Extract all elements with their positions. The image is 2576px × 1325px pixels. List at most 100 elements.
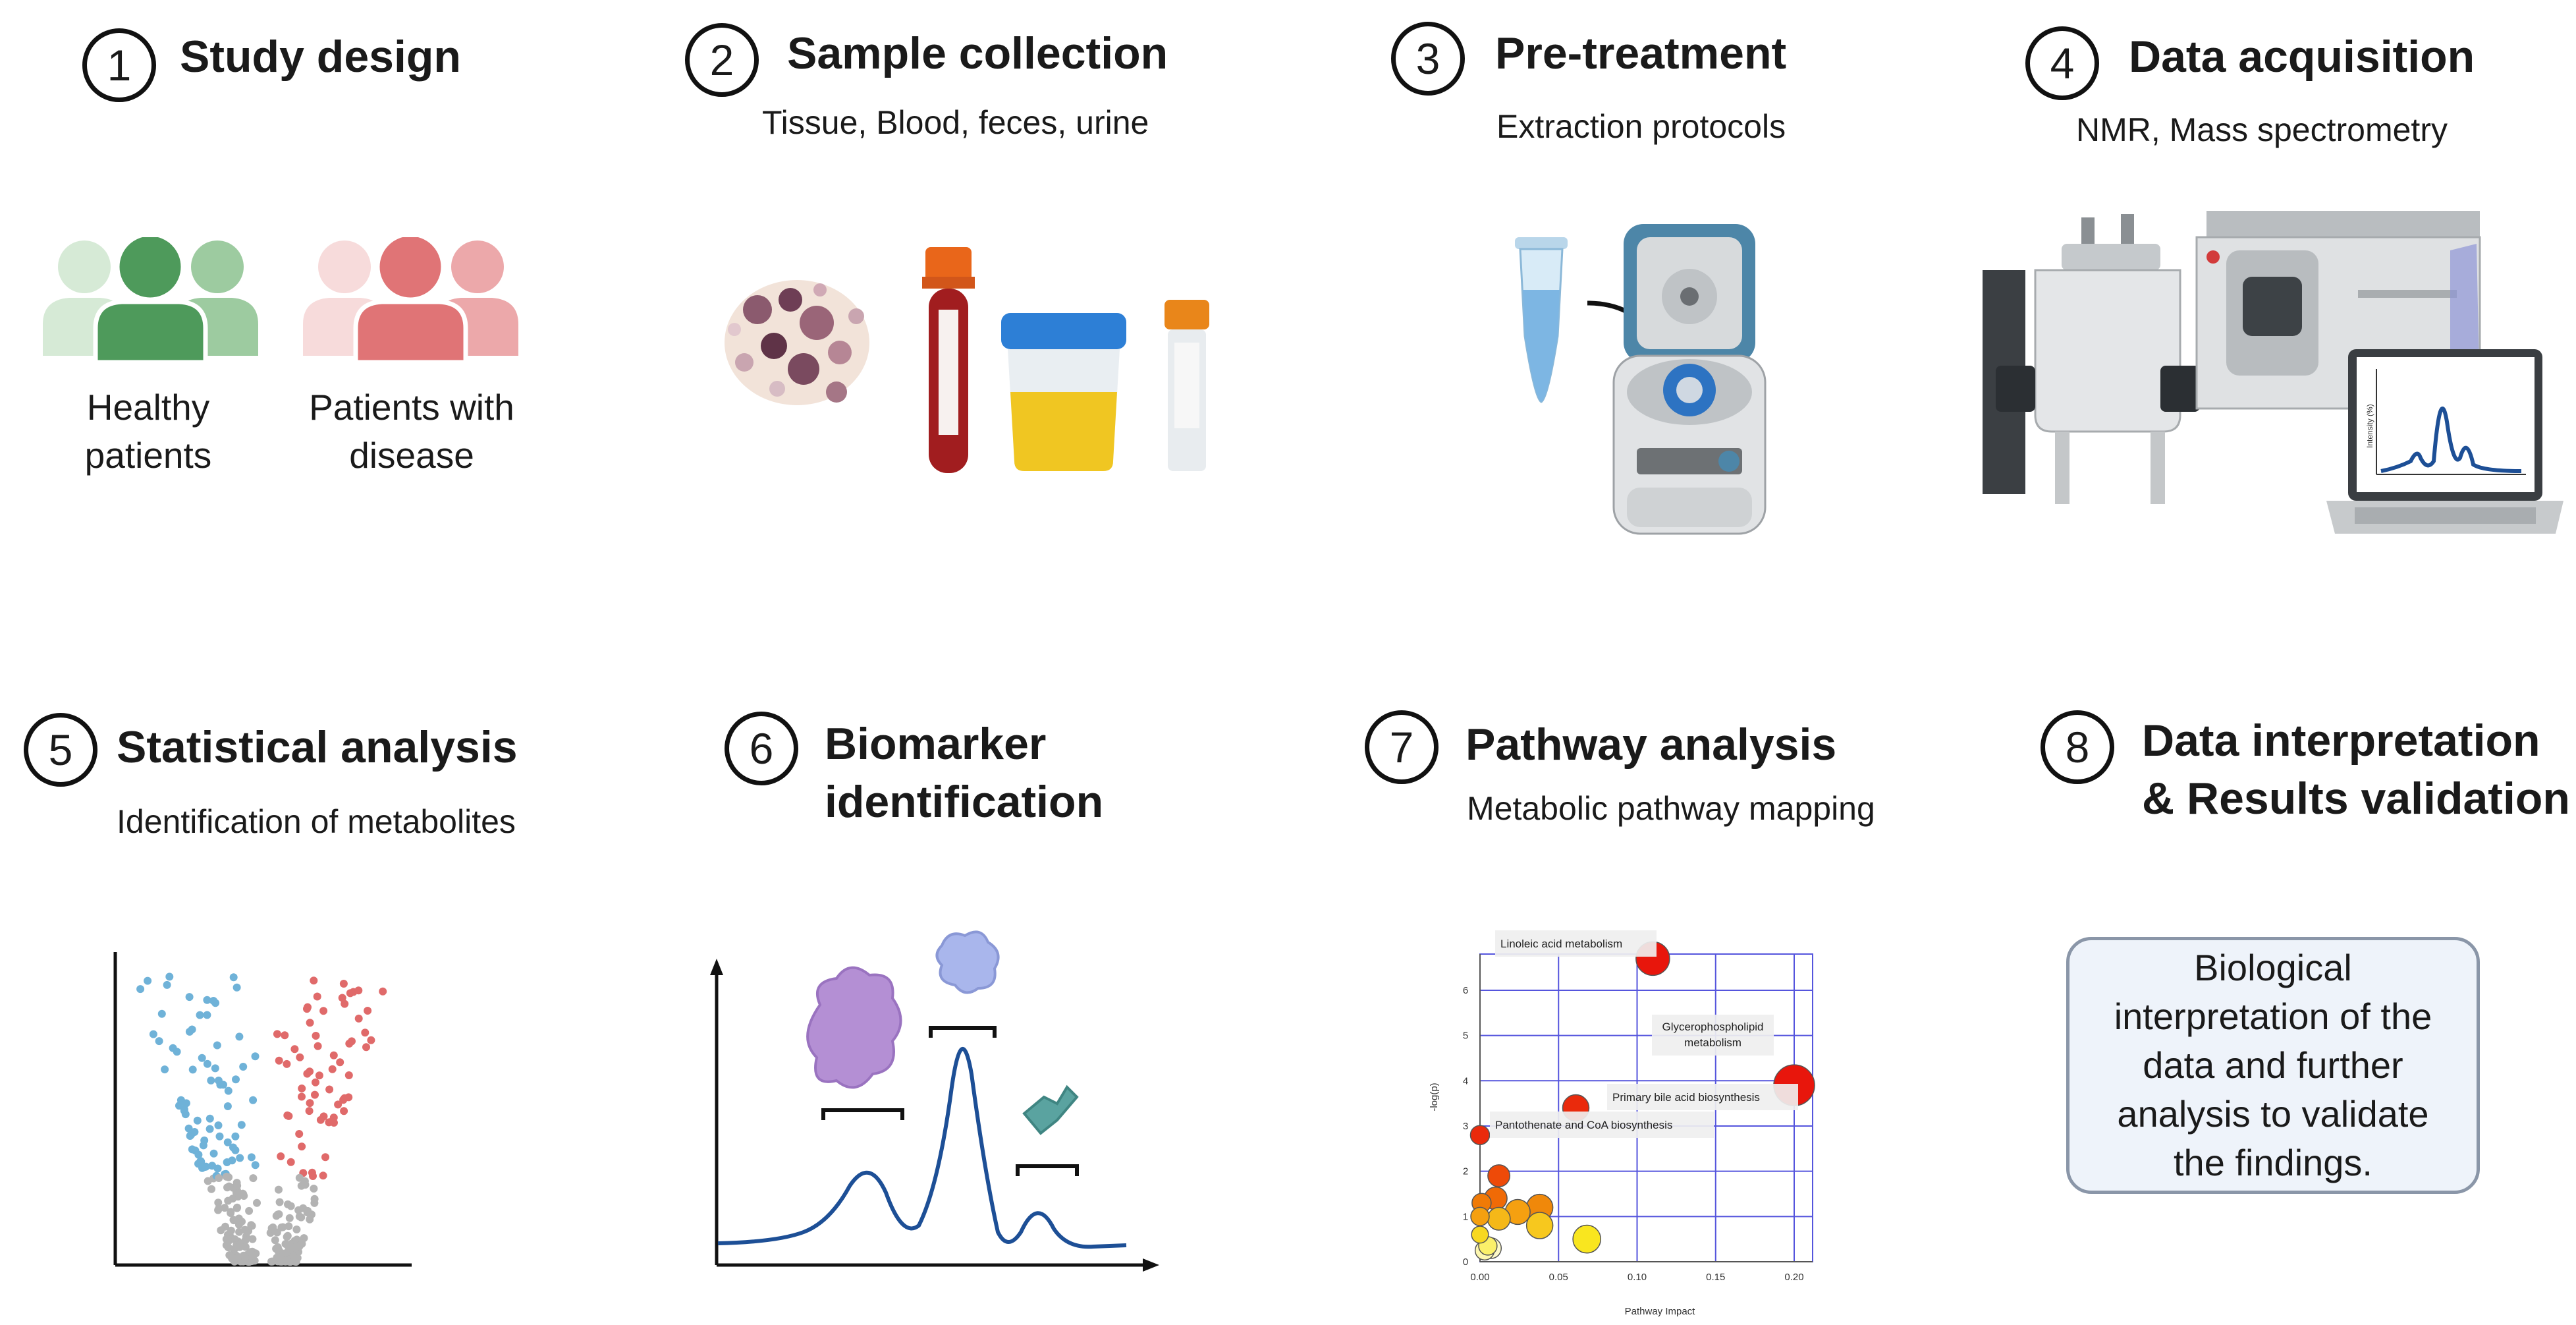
volcano-point (285, 1222, 293, 1231)
volcano-point (231, 1146, 240, 1154)
volcano-point (354, 986, 363, 995)
volcano-plot (113, 952, 412, 1267)
disease-patients-label: Patients with disease (293, 383, 530, 479)
volcano-point (206, 1114, 214, 1123)
step-2-title: Sample collection (787, 28, 1168, 78)
healthy-patients-label: Healthy patients (59, 383, 237, 479)
volcano-point (215, 1174, 223, 1182)
step-3-subtitle: Extraction protocols (1496, 108, 1786, 145)
volcano-point (173, 1048, 181, 1056)
data-acquisition-illustration: Intensity (%) (1983, 211, 2563, 534)
chart-point (1572, 1224, 1602, 1254)
volcano-point (233, 983, 241, 992)
step-7-subtitle: Metabolic pathway mapping (1467, 790, 1875, 827)
volcano-point (338, 994, 346, 1002)
volcano-point (275, 1198, 284, 1206)
volcano-point (211, 1064, 219, 1073)
step-6-title: Biomarker identification (825, 715, 1103, 832)
volcano-point (203, 996, 211, 1004)
volcano-point (311, 1090, 319, 1099)
volcano-point (319, 1007, 328, 1015)
volcano-point (184, 1124, 193, 1133)
volcano-point (290, 1045, 299, 1054)
volcano-point (238, 1218, 246, 1226)
volcano-point (316, 1115, 325, 1124)
volcano-point (312, 1032, 320, 1040)
volcano-point (284, 1200, 292, 1208)
eppendorf-tube-icon (1515, 237, 1568, 403)
step-8-title: Data interpretation & Results validation (2142, 712, 2570, 828)
volcano-point (249, 1096, 258, 1104)
chart-annotation-label: Linoleic acid metabolism (1500, 938, 1622, 950)
volcano-point (229, 973, 238, 982)
step-4-subtitle: NMR, Mass spectrometry (2076, 111, 2448, 148)
volcano-point (188, 1145, 196, 1154)
volcano-point (221, 1204, 229, 1212)
volcano-point (272, 1212, 281, 1220)
chart-x-tick: 0.15 (1706, 1272, 1725, 1283)
volcano-point (354, 1014, 363, 1023)
volcano-point (203, 1059, 211, 1068)
chart-point (1469, 1125, 1491, 1145)
volcano-point (136, 985, 145, 994)
volcano-point (224, 1086, 233, 1095)
biomarker-curve (717, 1047, 1127, 1249)
volcano-point (240, 1226, 249, 1234)
volcano-point (340, 1107, 348, 1115)
step-7-title: Pathway analysis (1466, 719, 1837, 770)
interpretation-box: Biological interpretation of the data an… (2066, 937, 2480, 1194)
volcano-point (201, 1163, 209, 1171)
feces-tube-icon (1165, 300, 1209, 471)
volcano-point (310, 1185, 318, 1193)
volcano-point (292, 1226, 301, 1233)
chart-annotation-bg (1652, 1015, 1774, 1056)
chart-x-tick: 0.05 (1549, 1272, 1568, 1283)
volcano-point (279, 1223, 287, 1231)
volcano-point (298, 1092, 306, 1101)
patients-with-disease-icon (303, 237, 518, 362)
chart-point (1487, 1206, 1511, 1231)
volcano-point (319, 1171, 327, 1180)
volcano-point (161, 1065, 169, 1074)
volcano-point (194, 1160, 202, 1168)
volcano-point (298, 1239, 306, 1248)
volcano-point (248, 1235, 257, 1243)
volcano-point (203, 1011, 211, 1019)
disease-line2: disease (349, 434, 474, 476)
volcano-point (249, 1174, 258, 1183)
chart-point (1525, 1212, 1554, 1239)
volcano-point (283, 1059, 291, 1068)
chart-y-axis-label: -log(p) (1429, 1083, 1440, 1111)
volcano-point (181, 1110, 190, 1119)
step-5-number: 5 (24, 713, 97, 787)
volcano-point (239, 1063, 248, 1071)
volcano-point (240, 1192, 248, 1200)
volcano-point (144, 976, 152, 985)
mass-spectrometer-icon (2195, 211, 2481, 410)
volcano-point (325, 1085, 334, 1094)
step-8-number: 8 (2041, 710, 2114, 784)
volcano-point (283, 1233, 291, 1241)
interpretation-text: Biological interpretation of the data an… (2114, 947, 2432, 1183)
chart-y-tick: 1 (1463, 1211, 1468, 1222)
chart-annotation-label: Primary bile acid biosynthesis (1612, 1091, 1760, 1104)
chart-point (1471, 1226, 1489, 1244)
volcano-point (281, 1257, 290, 1266)
volcano-point (296, 1053, 304, 1061)
bracket-middle (929, 1026, 997, 1038)
chart-annotation-label: Glycerophospholipid (1662, 1021, 1763, 1033)
step-2-subtitle: Tissue, Blood, feces, urine (762, 104, 1149, 141)
volcano-point (206, 1125, 214, 1133)
step-6-number: 6 (725, 712, 798, 785)
volcano-point (214, 1198, 223, 1207)
step-4-number: 4 (2025, 26, 2099, 100)
step-5-subtitle: Identification of metabolites (117, 803, 516, 840)
chart-y-tick: 3 (1463, 1121, 1468, 1132)
volcano-point (310, 1195, 319, 1203)
step-2-number: 2 (685, 23, 759, 97)
volcano-point (232, 1189, 240, 1197)
step-3-title: Pre-treatment (1495, 28, 1787, 78)
volcano-point (223, 1138, 232, 1146)
volcano-point (188, 1065, 197, 1074)
volcano-point (207, 1185, 215, 1193)
